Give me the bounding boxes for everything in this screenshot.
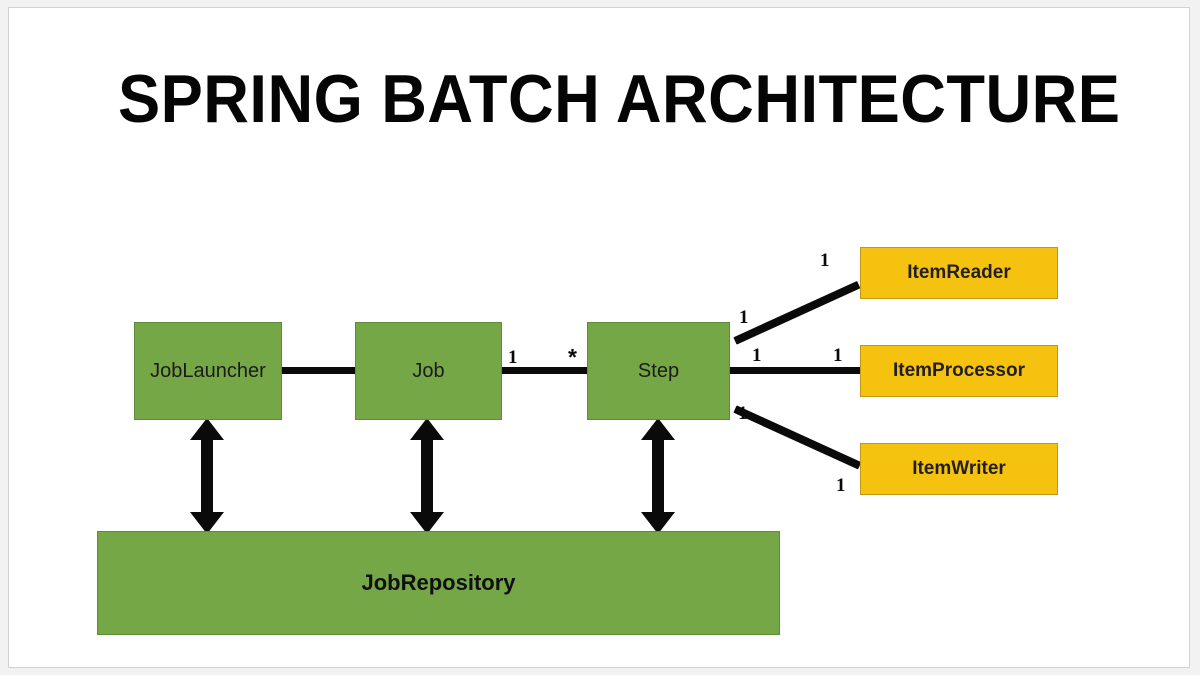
node-step[interactable]: Step bbox=[587, 322, 730, 420]
double-arrow-icon bbox=[641, 418, 675, 534]
connector-step-itemwriter bbox=[733, 405, 862, 470]
connector-job-step bbox=[502, 367, 588, 374]
multiplicity-step-to-itemreader-near-step: 1 bbox=[739, 307, 749, 328]
node-jobrepository[interactable]: JobRepository bbox=[97, 531, 780, 635]
node-itemreader[interactable]: ItemReader bbox=[860, 247, 1058, 299]
node-joblauncher-label: JobLauncher bbox=[150, 359, 266, 382]
connector-step-itemprocessor bbox=[730, 367, 861, 374]
multiplicity-step-to-itemreader-near-itemreader: 1 bbox=[820, 250, 830, 271]
node-step-label: Step bbox=[637, 359, 680, 382]
multiplicity-job-to-step-near-job: 1 bbox=[508, 347, 518, 368]
node-itemwriter[interactable]: ItemWriter bbox=[860, 443, 1058, 495]
connector-joblauncher-job bbox=[282, 367, 356, 374]
node-itemprocessor-label: ItemProcessor bbox=[892, 360, 1025, 381]
double-arrow-joblauncher-jobrepository bbox=[189, 418, 225, 534]
node-itemprocessor[interactable]: ItemProcessor bbox=[860, 345, 1058, 397]
node-job[interactable]: Job bbox=[355, 322, 502, 420]
multiplicity-step-to-itemprocessor-near-itemprocessor: 1 bbox=[833, 345, 843, 366]
node-job-label: Job bbox=[412, 359, 445, 382]
double-arrow-icon bbox=[190, 418, 224, 534]
double-arrow-icon bbox=[410, 418, 444, 534]
double-arrow-job-jobrepository bbox=[409, 418, 445, 534]
multiplicity-step-to-itemprocessor-near-step: 1 bbox=[752, 345, 762, 366]
double-arrow-step-jobrepository bbox=[640, 418, 676, 534]
node-itemreader-label: ItemReader bbox=[907, 262, 1011, 283]
node-itemwriter-label: ItemWriter bbox=[912, 458, 1006, 479]
multiplicity-step-to-itemwriter-near-itemwriter: 1 bbox=[836, 475, 846, 496]
node-joblauncher[interactable]: JobLauncher bbox=[134, 322, 282, 420]
connector-step-itemreader bbox=[733, 280, 861, 345]
node-jobrepository-label: JobRepository bbox=[361, 570, 516, 595]
multiplicity-job-to-step-near-step: * bbox=[568, 344, 577, 370]
page-title: SPRING BATCH ARCHITECTURE bbox=[118, 61, 1121, 137]
multiplicity-step-to-itemwriter-near-step: 1 bbox=[738, 403, 748, 424]
